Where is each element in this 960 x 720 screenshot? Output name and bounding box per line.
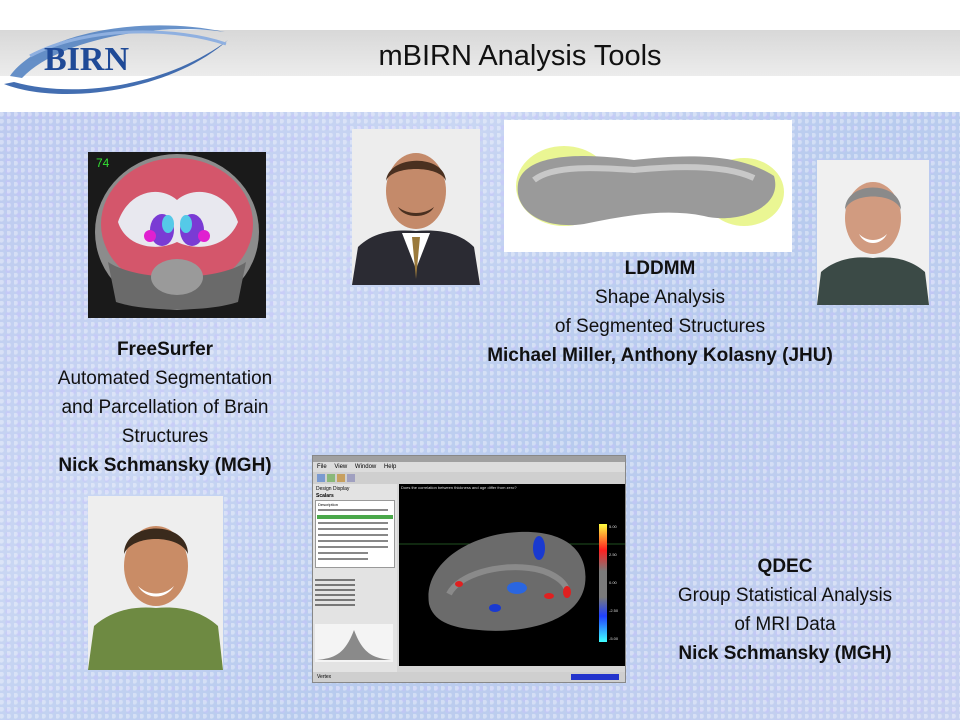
colorbar-tick: 5.00 <box>609 524 617 529</box>
colorbar-tick: -5.00 <box>609 636 619 641</box>
qdec-menu-help[interactable]: Help <box>383 464 397 470</box>
toolbar-icon[interactable] <box>347 474 355 482</box>
qdec-caption: QDEC Group Statistical Analysis of MRI D… <box>640 552 930 668</box>
status-text: Vertex <box>317 674 332 680</box>
list-item[interactable] <box>318 546 388 548</box>
freesurfer-desc-line2: and Parcellation of Brain <box>61 397 269 418</box>
colorbar-tick: 2.50 <box>609 552 617 557</box>
slice-number: 74 <box>96 156 110 170</box>
qdec-menu-view[interactable]: View <box>334 464 348 470</box>
toolbar-icon[interactable] <box>337 474 345 482</box>
list-item[interactable] <box>318 552 368 554</box>
overlay-controls <box>315 576 393 616</box>
scalars-list[interactable]: Description <box>315 500 395 568</box>
header: BIRN mBIRN Analysis Tools <box>0 0 960 112</box>
qdec-menubar: File View Window Help <box>313 462 625 472</box>
page-title: mBIRN Analysis Tools <box>378 40 662 72</box>
qdec-desc-line2: of MRI Data <box>734 614 836 635</box>
lddmm-desc-line1: Shape Analysis <box>595 287 725 308</box>
list-item-selected[interactable] <box>317 515 393 519</box>
list-item[interactable] <box>318 522 388 524</box>
list-header: Description <box>318 502 339 507</box>
lddmm-author: Michael Miller, Anthony Kolasny (JHU) <box>487 345 833 366</box>
qdec-3d-view[interactable]: Does the correlation between thickness a… <box>399 484 625 666</box>
freesurfer-name: FreeSurfer <box>116 339 214 360</box>
qdec-statusbar: Vertex <box>313 672 625 682</box>
lddmm-caption: LDDMM Shape Analysis of Segmented Struct… <box>420 254 900 370</box>
qdec-menu-window[interactable]: Window <box>354 464 377 470</box>
freesurfer-desc-line1: Automated Segmentation <box>57 368 273 389</box>
toolbar-icon[interactable] <box>327 474 335 482</box>
tab-design[interactable]: Design <box>316 486 332 492</box>
view-question: Does the correlation between thickness a… <box>401 485 517 490</box>
portrait-schmansky <box>88 496 223 670</box>
list-item[interactable] <box>318 534 388 536</box>
lddmm-name: LDDMM <box>624 258 696 279</box>
portrait-kolasny <box>817 160 929 305</box>
qdec-name: QDEC <box>757 556 813 577</box>
qdec-left-panel: Design Display Scalars Description <box>313 484 397 674</box>
list-item[interactable] <box>318 509 388 511</box>
toolbar-icon[interactable] <box>317 474 325 482</box>
colorbar-tick: 0.00 <box>609 580 617 585</box>
freesurfer-desc-line3: Structures <box>121 426 209 447</box>
list-item[interactable] <box>318 558 368 560</box>
qdec-application-screenshot: File View Window Help Design Display Sca… <box>312 455 626 683</box>
list-item[interactable] <box>318 540 388 542</box>
lddmm-desc-line2: of Segmented Structures <box>554 316 766 337</box>
colorbar <box>599 524 607 642</box>
scalars-label: Scalars <box>316 493 334 499</box>
header-band <box>0 30 960 76</box>
portrait-miller <box>352 129 480 285</box>
svg-text:BIRN: BIRN <box>44 41 129 78</box>
freesurfer-caption: FreeSurfer Automated Segmentation and Pa… <box>10 335 320 480</box>
histogram <box>315 624 393 662</box>
tab-display[interactable]: Display <box>333 486 350 492</box>
list-item[interactable] <box>318 528 388 530</box>
birn-logo: BIRN <box>4 25 228 95</box>
qdec-menu-file[interactable]: File <box>317 464 327 470</box>
freesurfer-author: Nick Schmansky (MGH) <box>58 455 272 476</box>
freesurfer-brain-image: 74 <box>88 152 266 318</box>
qdec-desc-line1: Group Statistical Analysis <box>677 585 893 606</box>
colorbar-tick: -2.50 <box>609 608 619 613</box>
qdec-toolbar <box>313 472 625 484</box>
qdec-titlebar <box>313 456 625 462</box>
lddmm-shape-image <box>504 120 792 252</box>
qdec-author: Nick Schmansky (MGH) <box>678 643 892 664</box>
progress-bar <box>571 674 619 680</box>
